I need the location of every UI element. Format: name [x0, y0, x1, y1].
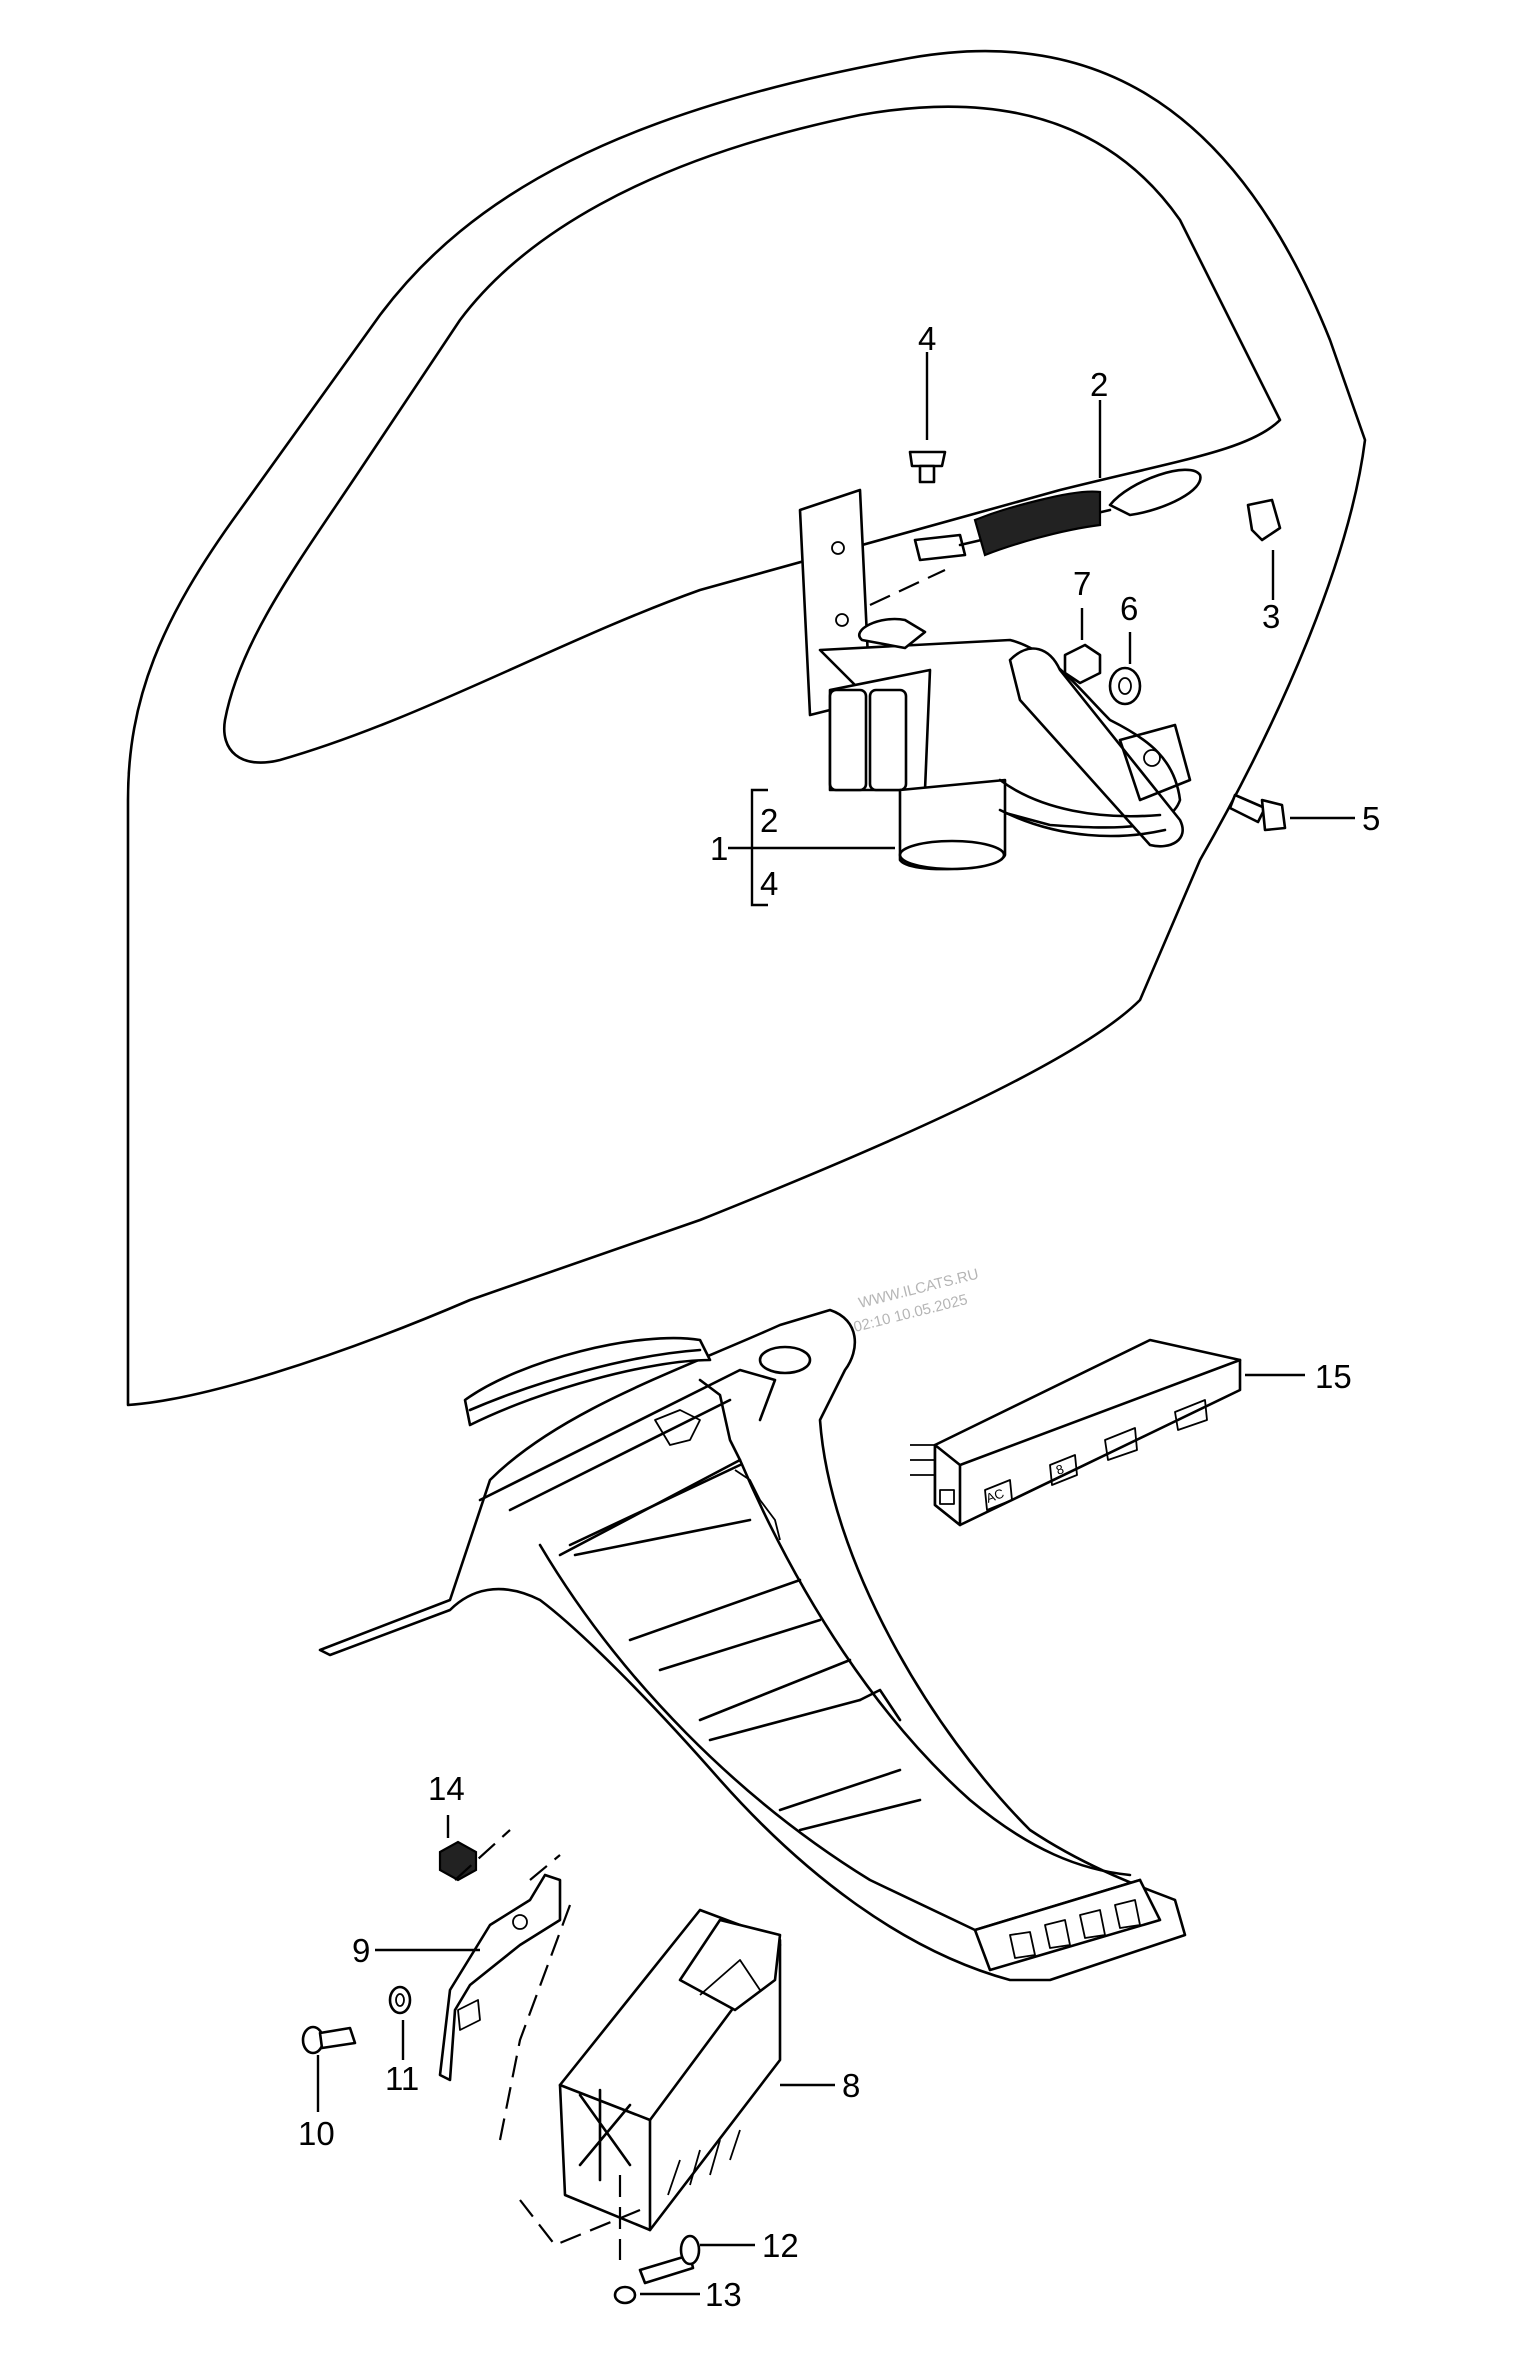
callout-5: 5	[1362, 800, 1380, 837]
part-6-washer	[1108, 632, 1142, 706]
part-15-switch-panel: AC 8	[910, 1338, 1305, 1527]
part-13-washer	[613, 2285, 700, 2305]
callout-12: 12	[762, 2227, 799, 2264]
callout-6: 6	[1120, 590, 1138, 627]
callout-3: 3	[1262, 598, 1280, 635]
part-7-nut	[1063, 608, 1102, 685]
part-3-clip	[1246, 498, 1282, 600]
part-5-bolt	[1228, 793, 1355, 832]
callout-15: 15	[1315, 1358, 1352, 1395]
door-outline	[126, 49, 1367, 1407]
switch-label-ac: AC	[984, 1486, 1006, 1506]
callout-13: 13	[705, 2276, 742, 2313]
part-14-nut	[438, 1815, 478, 1882]
callout-1: 1	[710, 830, 728, 867]
callout-4-top: 4	[918, 320, 936, 357]
callout-9: 9	[352, 1932, 370, 1969]
callout-10: 10	[298, 2115, 335, 2152]
part-4-clip	[908, 352, 947, 484]
part-9-bracket	[375, 1873, 562, 2082]
callout-14: 14	[428, 1770, 465, 1807]
callout-labels: 4 2 3 7 6 5 1 2 4 15 14 9 8 11 10 12 13	[298, 320, 1380, 2313]
switch-label-8: 8	[1054, 1461, 1066, 1478]
callout-1-bracket	[728, 788, 895, 907]
part-10-screw	[301, 2025, 357, 2112]
part-11-washer	[388, 1985, 412, 2060]
part-2-cable-spring	[913, 400, 1202, 562]
part-12-screw	[638, 2234, 755, 2285]
callout-8: 8	[842, 2067, 860, 2104]
assembly-dashes	[454, 1829, 641, 2260]
callout-1-sub-2: 2	[760, 802, 778, 839]
callout-11: 11	[385, 2060, 419, 2097]
callout-2: 2	[1090, 366, 1108, 403]
watermark: WWW.ILCATS.RU 02:10 10.05.2025	[852, 1266, 981, 1336]
actuator-assembly	[798, 488, 1192, 871]
center-console	[318, 1308, 1187, 1982]
callout-7: 7	[1073, 565, 1091, 602]
callout-1-sub-4: 4	[760, 865, 778, 902]
part-8-control-unit	[558, 1908, 835, 2232]
